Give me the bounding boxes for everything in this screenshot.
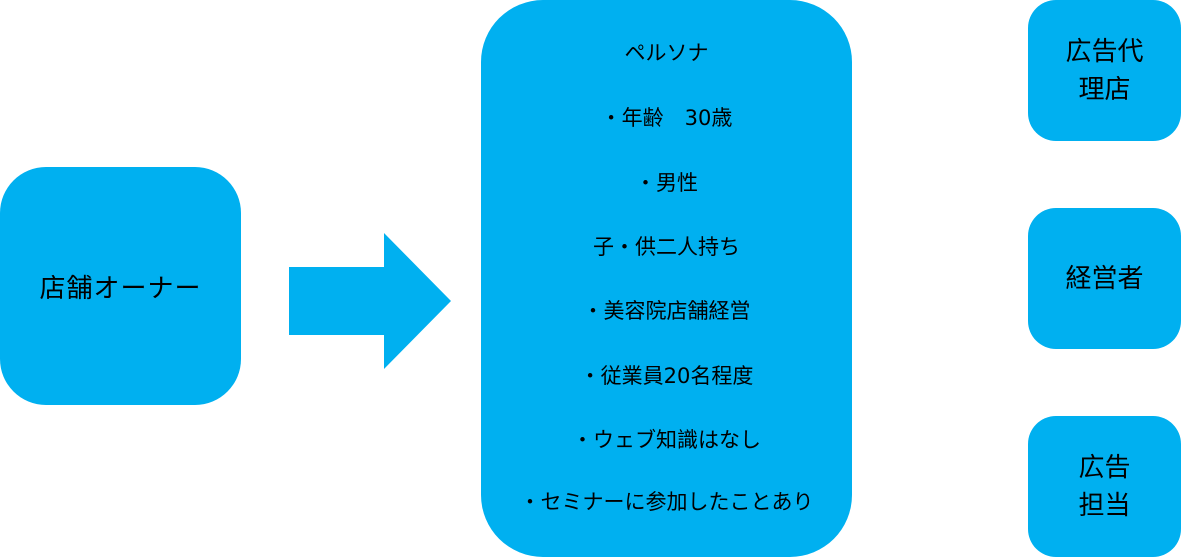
persona-employees: ・従業員20名程度 bbox=[579, 364, 754, 388]
ad-agency-box: 広告代 理店 bbox=[1028, 0, 1181, 141]
persona-age: ・年齢 30歳 bbox=[600, 106, 733, 130]
persona-business: ・美容院店舗経営 bbox=[582, 299, 751, 323]
ad-manager-label: 広告 担当 bbox=[1078, 452, 1131, 521]
store-owner-box: 店舗オーナー bbox=[0, 167, 241, 405]
executive-label: 経営者 bbox=[1065, 263, 1144, 294]
persona-web-knowledge: ・ウェブ知識はなし bbox=[572, 428, 761, 452]
store-owner-label: 店舗オーナー bbox=[39, 273, 202, 304]
persona-gender: ・男性 bbox=[635, 171, 698, 195]
persona-title: ペルソナ bbox=[624, 41, 709, 65]
ad-agency-label: 広告代 理店 bbox=[1065, 36, 1144, 105]
right-arrow-icon bbox=[289, 233, 451, 369]
ad-manager-box: 広告 担当 bbox=[1028, 416, 1181, 557]
persona-seminar: ・セミナーに参加したことあり bbox=[519, 490, 814, 514]
executive-box: 経営者 bbox=[1028, 208, 1181, 349]
persona-children: 子・供二人持ち bbox=[593, 235, 740, 259]
persona-box: ペルソナ ・年齢 30歳 ・男性 子・供二人持ち ・美容院店舗経営 ・従業員20… bbox=[481, 0, 852, 557]
